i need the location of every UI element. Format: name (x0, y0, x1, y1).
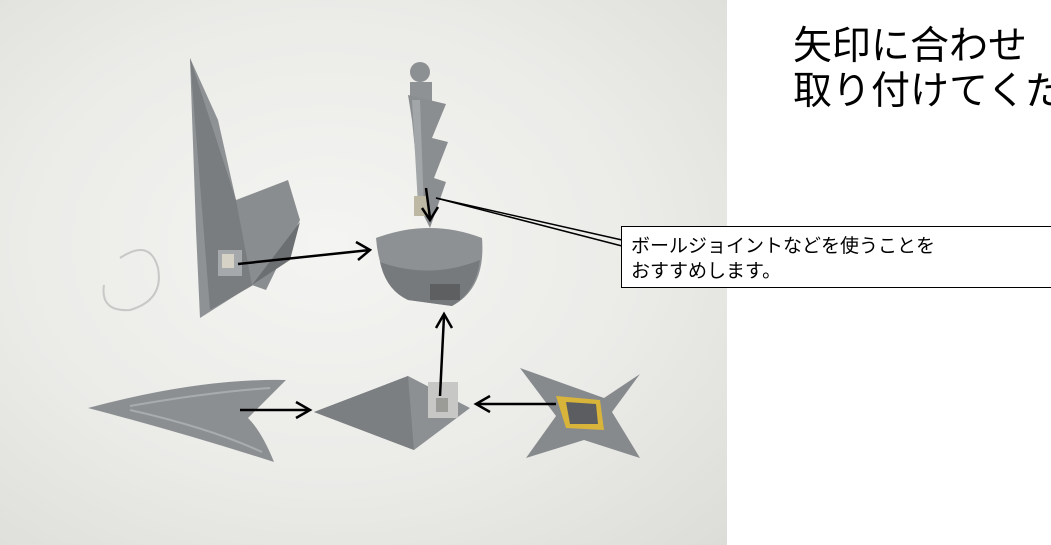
dome-part-center (376, 228, 483, 306)
spike-part-top (408, 62, 448, 228)
assembly-arrows (237, 187, 556, 420)
wing-part-left (190, 58, 300, 318)
diamond-part-bottom (314, 376, 470, 450)
pencil-mark (102, 249, 160, 312)
instruction-title-line2: 取り付けてくだ (793, 69, 1051, 114)
callout-box: ボールジョイントなどを使うことを おすすめします。 (621, 226, 1051, 288)
star-part-bottom-right (520, 368, 640, 458)
callout-pointer (435, 197, 623, 247)
parts-photo (0, 0, 727, 545)
blade-part-bottom (88, 379, 286, 462)
instruction-title-line1: 矢印に合わせ (793, 24, 1028, 69)
instruction-title: 矢印に合わせ 取り付けてくだ (793, 24, 1051, 134)
callout-line2: おすすめします。 (631, 260, 782, 282)
callout-line1: ボールジョイントなどを使うことを (631, 235, 936, 257)
